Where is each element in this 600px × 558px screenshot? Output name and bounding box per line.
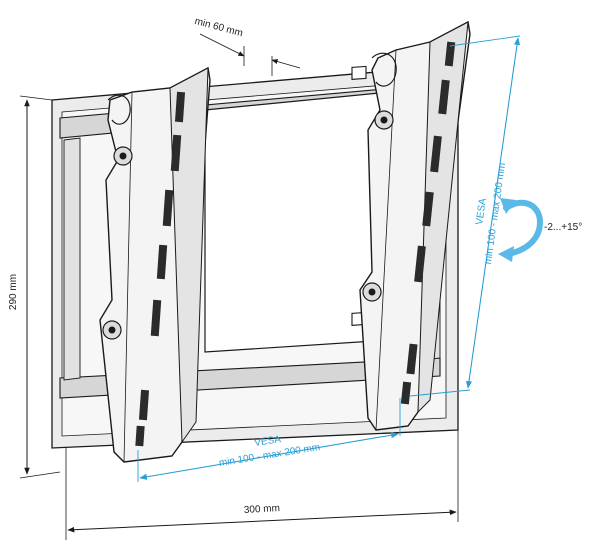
width-label: 300 mm bbox=[244, 503, 281, 516]
left-bracket bbox=[99, 66, 211, 463]
depth-dimension: min 60 mm bbox=[193, 16, 301, 76]
tilt-arrowhead-bottom-icon bbox=[498, 246, 514, 262]
height-dimension: 290 mm bbox=[8, 95, 61, 479]
width-dimension: 300 mm bbox=[65, 430, 459, 540]
vesa-horizontal-title: VESA bbox=[254, 434, 282, 449]
height-label: 290 mm bbox=[8, 274, 19, 310]
wall-plate-side-left bbox=[63, 137, 81, 381]
tilt-indicator: -2...+15° bbox=[498, 198, 582, 262]
depth-label: min 60 mm bbox=[193, 16, 244, 39]
tilt-arrowhead-top-icon bbox=[500, 198, 516, 214]
vesa-vertical-title: VESA bbox=[474, 197, 489, 225]
tilt-arrow-icon bbox=[503, 199, 544, 257]
right-bracket bbox=[359, 20, 471, 431]
tilt-label: -2...+15° bbox=[544, 222, 582, 233]
